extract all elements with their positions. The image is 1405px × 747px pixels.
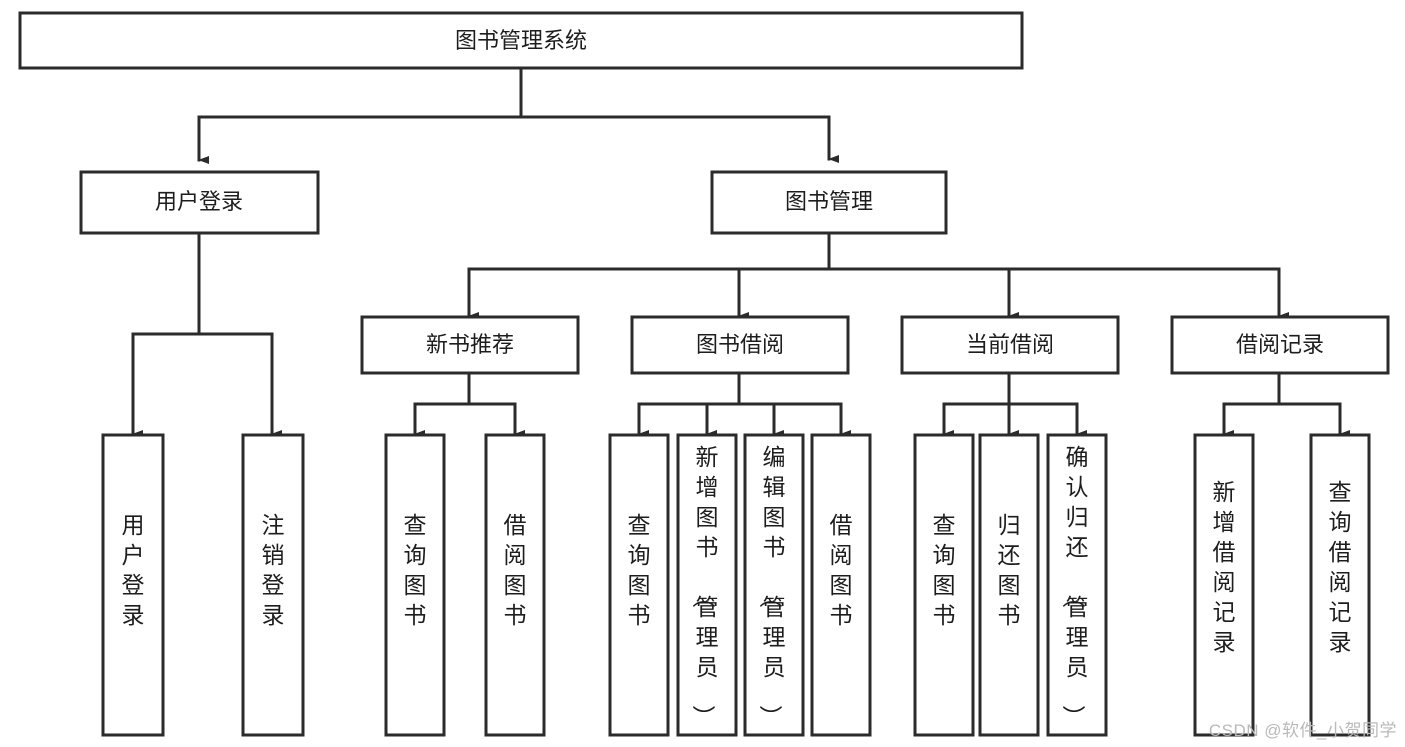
- node-leaf-edit-book-box[interactable]: [743, 433, 805, 737]
- node-leaf-user-login-label: 用户登录: [122, 512, 145, 628]
- node-root[interactable]: 图书管理系统: [18, 11, 1024, 70]
- node-borrow-record-label: 借阅记录: [1236, 332, 1324, 357]
- node-current-borrow-box[interactable]: [900, 315, 1120, 375]
- node-leaf-query-book-1-label: 查询图书: [404, 512, 427, 628]
- node-leaf-query-book-1[interactable]: 查询图书: [384, 433, 446, 737]
- node-leaf-user-login[interactable]: 用户登录: [101, 433, 165, 737]
- node-leaf-edit-book[interactable]: 编辑图书（管理员）: [743, 433, 805, 737]
- node-book-manage-box[interactable]: [710, 170, 948, 235]
- node-leaf-add-record-box[interactable]: [1193, 433, 1255, 737]
- node-leaf-query-book-1-box[interactable]: [384, 433, 446, 737]
- node-leaf-confirm-return[interactable]: 确认归还（管理员）: [1046, 433, 1108, 737]
- node-current-borrow[interactable]: 当前借阅: [900, 315, 1120, 375]
- node-user-login-label: 用户登录: [155, 189, 243, 214]
- node-book-borrow[interactable]: 图书借阅: [630, 315, 850, 375]
- node-leaf-query-record-box[interactable]: [1309, 433, 1371, 737]
- node-leaf-add-record-label: 新增借阅记录: [1213, 479, 1236, 655]
- node-leaf-return-book-label: 归还图书: [998, 512, 1021, 628]
- node-leaf-query-book-3[interactable]: 查询图书: [913, 433, 975, 737]
- node-user-login[interactable]: 用户登录: [79, 170, 320, 235]
- node-leaf-return-book[interactable]: 归还图书: [978, 433, 1040, 737]
- node-new-book-rec[interactable]: 新书推荐: [360, 315, 580, 375]
- node-current-borrow-label: 当前借阅: [966, 332, 1054, 357]
- node-leaf-user-logout-label: 注销登录: [262, 512, 285, 628]
- node-book-borrow-label: 图书借阅: [696, 332, 784, 357]
- node-leaf-confirm-return-label: 确认归还（管理员）: [1061, 444, 1089, 728]
- node-leaf-query-book-2-label: 查询图书: [628, 512, 651, 628]
- node-leaf-add-book-label: 新增图书（管理员）: [691, 444, 719, 728]
- node-leaf-query-record-label: 查询借阅记录: [1329, 479, 1352, 655]
- node-new-book-rec-box[interactable]: [360, 315, 580, 375]
- node-leaf-edit-book-label: 编辑图书（管理员）: [758, 444, 786, 728]
- node-leaf-user-logout-box[interactable]: [241, 433, 305, 737]
- node-book-manage[interactable]: 图书管理: [710, 170, 948, 235]
- node-leaf-borrow-book-1-label: 借阅图书: [504, 512, 527, 628]
- node-leaf-borrow-book-2[interactable]: 借阅图书: [810, 433, 872, 737]
- csdn-watermark: CSDN @软件_小贺同学: [1208, 721, 1397, 740]
- node-leaf-query-book-3-label: 查询图书: [933, 512, 956, 628]
- node-leaf-user-logout[interactable]: 注销登录: [241, 433, 305, 737]
- node-leaf-borrow-book-2-box[interactable]: [810, 433, 872, 737]
- node-leaf-query-book-2-box[interactable]: [608, 433, 670, 737]
- node-new-book-rec-label: 新书推荐: [426, 332, 514, 357]
- node-leaf-query-book-2[interactable]: 查询图书: [608, 433, 670, 737]
- connector-layer: [131, 66, 1351, 439]
- node-leaf-borrow-book-1[interactable]: 借阅图书: [484, 433, 546, 737]
- node-leaf-add-book-box[interactable]: [676, 433, 738, 737]
- node-leaf-borrow-book-1-box[interactable]: [484, 433, 546, 737]
- node-borrow-record-box[interactable]: [1170, 315, 1390, 375]
- node-book-manage-label: 图书管理: [785, 189, 873, 214]
- node-borrow-record[interactable]: 借阅记录: [1170, 315, 1390, 375]
- node-leaf-query-record[interactable]: 查询借阅记录: [1309, 433, 1371, 737]
- node-leaf-add-book[interactable]: 新增图书（管理员）: [676, 433, 738, 737]
- node-book-borrow-box[interactable]: [630, 315, 850, 375]
- node-root-box[interactable]: [18, 11, 1024, 70]
- node-leaf-borrow-book-2-label: 借阅图书: [830, 512, 853, 628]
- node-root-label: 图书管理系统: [455, 28, 587, 53]
- node-leaf-return-book-box[interactable]: [978, 433, 1040, 737]
- node-leaf-confirm-return-box[interactable]: [1046, 433, 1108, 737]
- node-leaf-query-book-3-box[interactable]: [913, 433, 975, 737]
- node-leaf-add-record[interactable]: 新增借阅记录: [1193, 433, 1255, 737]
- node-user-login-box[interactable]: [79, 170, 320, 235]
- node-leaf-user-login-box[interactable]: [101, 433, 165, 737]
